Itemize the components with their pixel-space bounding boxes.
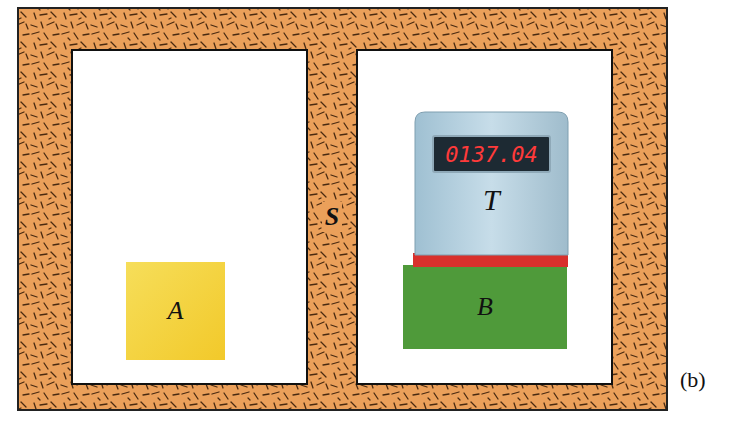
digital-display: 0137.04 [432,135,551,173]
thermoscope-body [415,112,568,255]
part-letter: B [477,292,493,322]
thermoscope: 0137.04T [415,112,568,255]
right-chamber [357,50,612,384]
part-letter: S [322,202,342,232]
temperature-reading: 0137.04 [445,142,538,167]
block-a [126,262,225,360]
left-chamber [72,50,307,384]
block-b [403,265,567,349]
insulating-wall [18,8,667,410]
block-a: A [126,262,225,360]
part-letter: A [168,296,184,326]
panel-label: (b) [680,367,706,393]
block-b: B [403,265,567,349]
divider-band: S [308,50,356,384]
part-letter: T [483,183,500,217]
